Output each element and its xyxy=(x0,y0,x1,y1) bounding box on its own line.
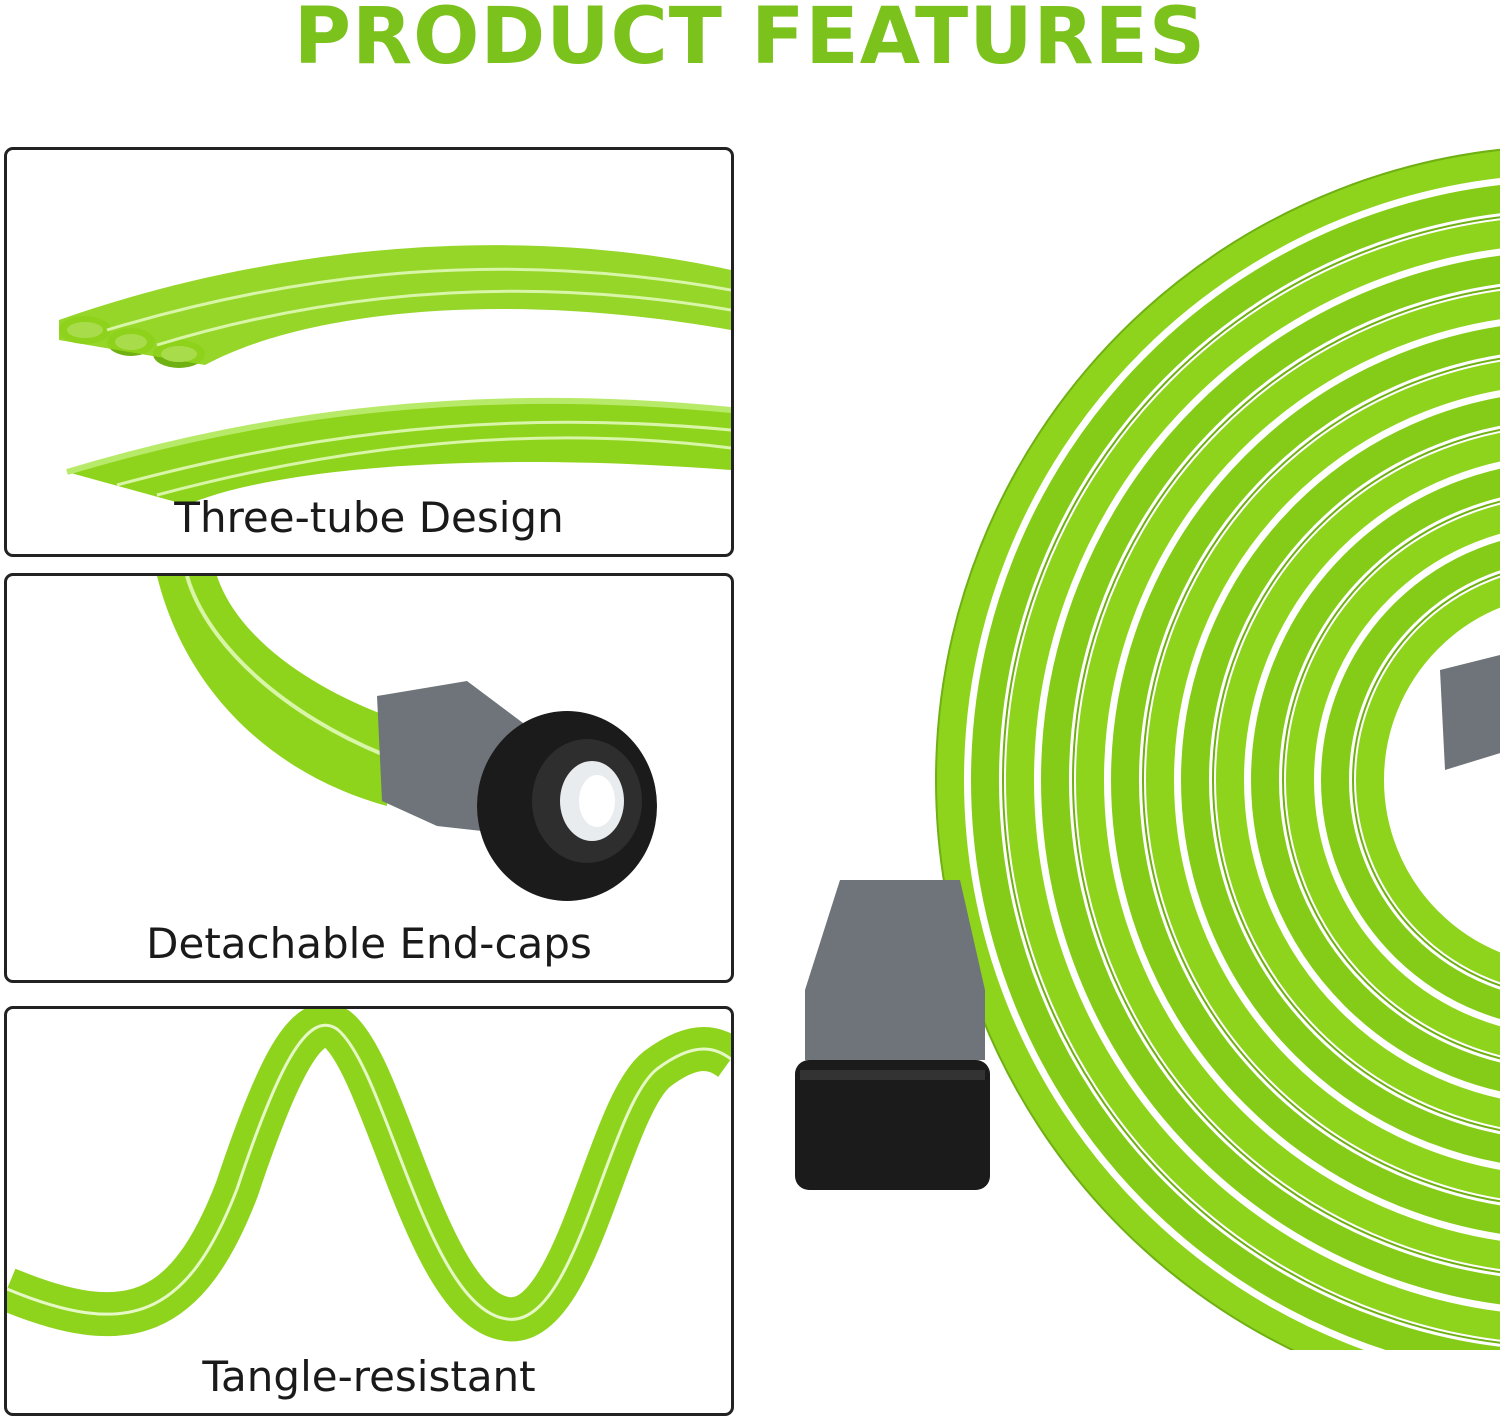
three-tube-hose-image xyxy=(59,245,731,505)
coiled-hose-image xyxy=(795,149,1500,1350)
feature-label: Tangle-resistant xyxy=(202,1352,536,1401)
spiral-hose-image xyxy=(7,1009,731,1342)
feature-panel-tangle-resistant: Tangle-resistant xyxy=(4,1006,734,1416)
feature-panel-end-caps: Detachable End-caps xyxy=(4,573,734,983)
end-cap-image xyxy=(157,576,657,901)
page-title: PRODUCT FEATURES xyxy=(293,0,1207,82)
feature-panel-three-tube: Three-tube Design xyxy=(4,147,734,557)
feature-label: Three-tube Design xyxy=(174,493,564,542)
feature-label: Detachable End-caps xyxy=(146,919,592,968)
